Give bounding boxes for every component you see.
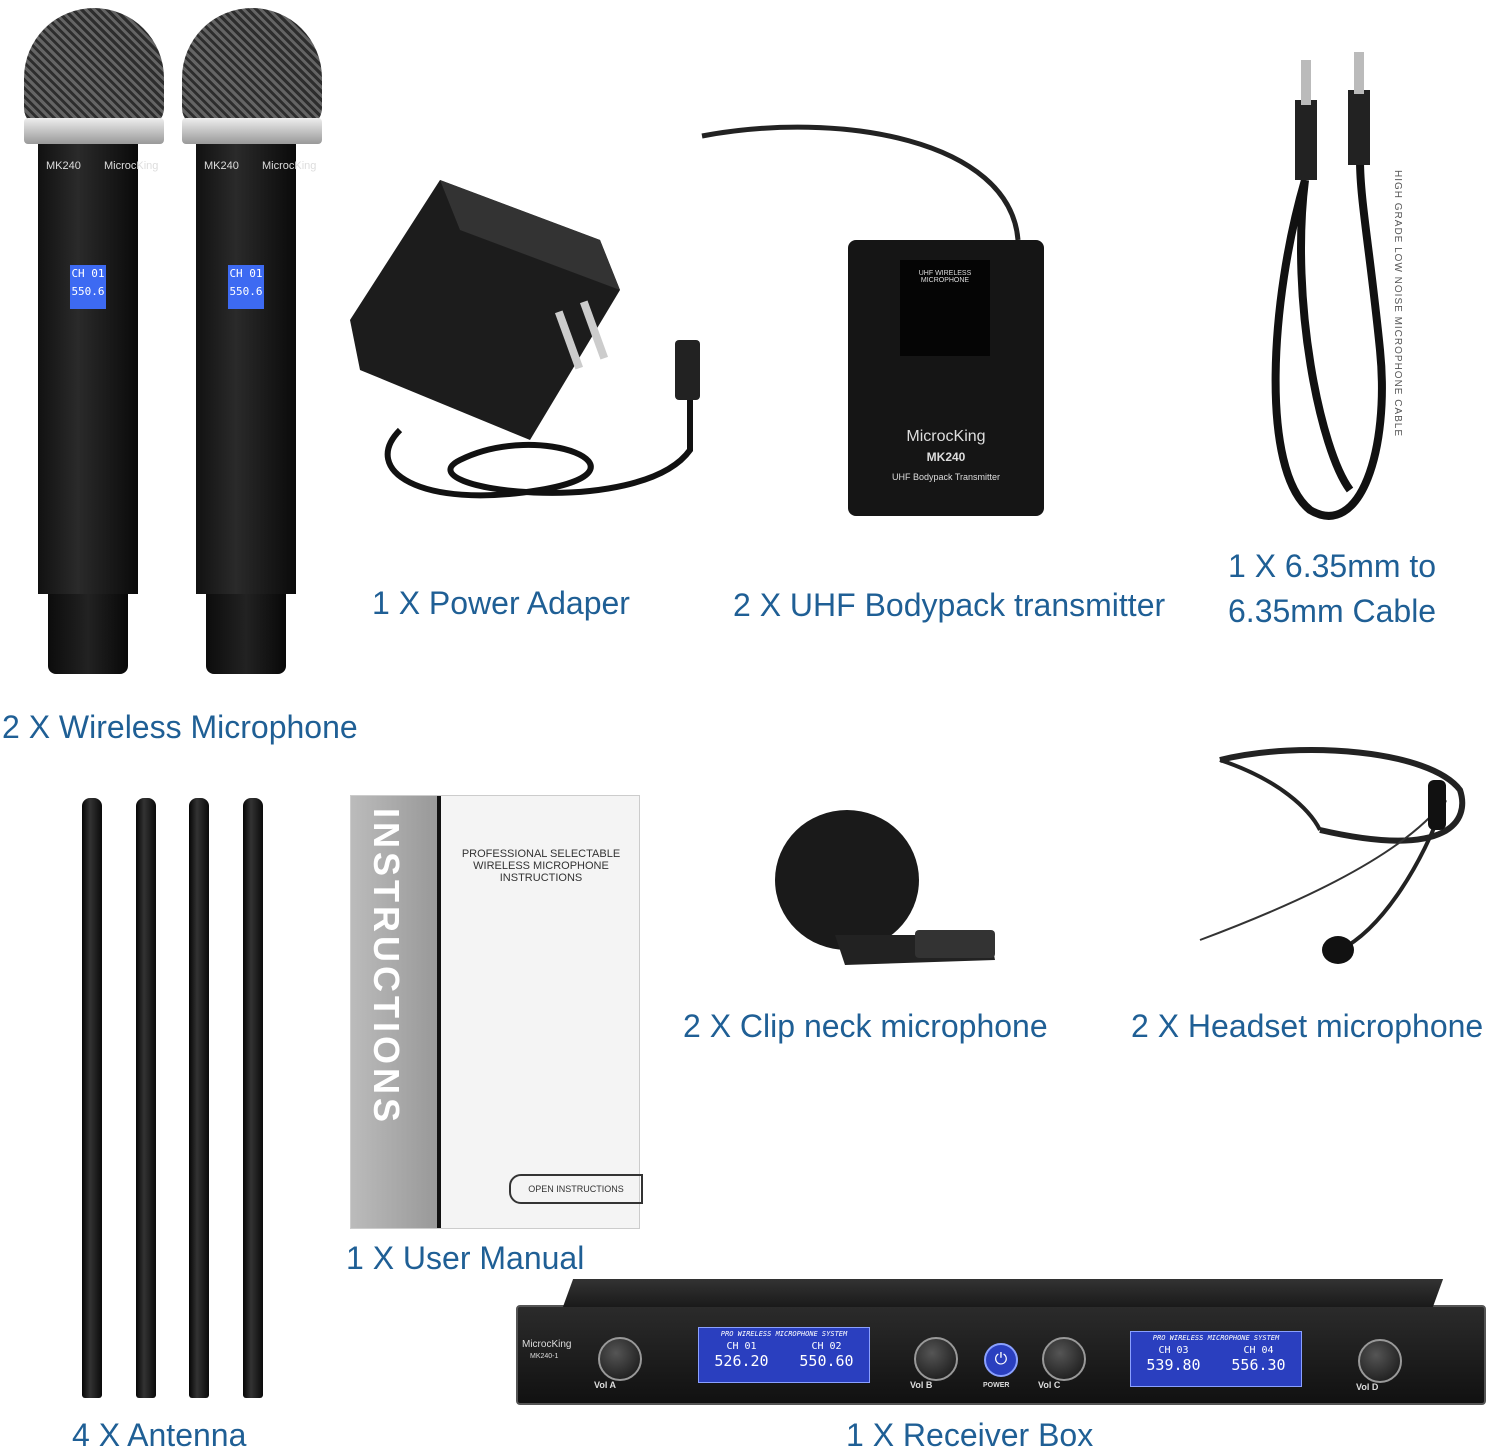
receiver-lcd-left: PRO WIRELESS MICROPHONE SYSTEM CH 01 CH 0… (698, 1327, 870, 1383)
mic-handle (196, 144, 296, 594)
label-clip-microphone: 2 X Clip neck microphone (683, 1008, 1048, 1044)
label-user-manual: 1 X User Manual (346, 1240, 585, 1276)
lcd-channel: CH 02 (811, 1341, 842, 1352)
manual-spine: INSTRUCTIONS (351, 796, 437, 1228)
headset-microphone-image (1199, 747, 1466, 964)
mic-ring (182, 118, 322, 144)
volume-knob-b[interactable] (914, 1337, 958, 1381)
vol-b-label: Vol B (910, 1380, 933, 1390)
bodypack-brand: MicrocKing (906, 428, 986, 445)
power-label: POWER (983, 1382, 1010, 1389)
lcd-frequency: 550.6 (229, 285, 263, 298)
label-receiver: 1 X Receiver Box (846, 1417, 1094, 1453)
lcd-frequency: 550.60 (799, 1352, 854, 1370)
label-power-adapter: 1 X Power Adaper (372, 585, 630, 621)
bodypack-antenna (701, 124, 1021, 241)
lcd-channel: CH 01 (229, 267, 263, 280)
lcd-title: PRO WIRELESS MICROPHONE SYSTEM (1152, 1334, 1280, 1342)
label-cable-line1: 1 X 6.35mm to (1228, 548, 1437, 584)
power-adapter-image (350, 180, 700, 499)
lcd-frequency: 526.20 (714, 1352, 769, 1370)
lcd-channel: CH 03 (1158, 1345, 1189, 1356)
bodypack-model: MK240 (926, 450, 966, 464)
volume-knob-c[interactable] (1042, 1337, 1086, 1381)
label-bodypack: 2 X UHF Bodypack transmitter (733, 587, 1166, 623)
lcd-frequency: 550.6 (71, 285, 105, 298)
mic-base (206, 594, 286, 674)
mic-model-text: MK240 (46, 160, 81, 172)
mic-base (48, 594, 128, 674)
label-wireless-microphone: 2 X Wireless Microphone (2, 709, 358, 745)
mic-grille (24, 8, 164, 128)
mic-ring (24, 118, 164, 144)
cable-print: HIGH GRADE LOW NOISE MICROPHONE CABLE (1392, 170, 1403, 438)
label-headset-microphone: 2 X Headset microphone (1131, 1008, 1484, 1044)
receiver-box: MicrocKing MK240-1 Vol A PRO WIRELESS MI… (516, 1279, 1486, 1405)
antenna-2 (136, 798, 156, 1398)
vol-d-label: Vol D (1356, 1382, 1379, 1392)
lcd-channel: CH 04 (1243, 1345, 1274, 1356)
mic-brand-text: MicrocKing (104, 160, 159, 172)
power-button[interactable]: ⏻ (984, 1343, 1018, 1377)
cable-image (1271, 52, 1386, 520)
mic-grille (182, 8, 322, 128)
lcd-title: PRO WIRELESS MICROPHONE SYSTEM (720, 1330, 848, 1338)
antenna-1 (82, 798, 102, 1398)
vol-a-label: Vol A (594, 1380, 616, 1390)
receiver-model: MK240-1 (530, 1353, 559, 1360)
lcd-channel: CH 01 (71, 267, 105, 280)
lcd-frequency: 539.80 (1146, 1356, 1201, 1374)
mic-brand-text: MicrocKing (262, 160, 317, 172)
receiver-lcd-right: PRO WIRELESS MICROPHONE SYSTEM CH 03 CH 0… (1130, 1331, 1302, 1387)
receiver-brand: MicrocKing (522, 1339, 572, 1350)
label-cable-line2: 6.35mm Cable (1228, 593, 1437, 629)
antenna-4 (243, 798, 263, 1398)
volume-knob-a[interactable] (598, 1337, 642, 1381)
lcd-channel: CH 01 (726, 1341, 757, 1352)
lcd-frequency: 556.30 (1231, 1356, 1286, 1374)
mic-model-text: MK240 (204, 160, 239, 172)
bodypack-desc: UHF Bodypack Transmitter (891, 472, 1001, 482)
manual-spine-text: INSTRUCTIONS (366, 808, 407, 1126)
bodypack-screen: UHF WIRELESS MICROPHONE (900, 260, 990, 356)
clip-microphone-image (775, 810, 995, 965)
user-manual: INSTRUCTIONS PROFESSIONAL SELECTABLE WIR… (350, 795, 643, 1229)
mic-lcd: CH 01 550.6 (70, 265, 106, 309)
antenna-3 (189, 798, 209, 1398)
vol-c-label: Vol C (1038, 1380, 1061, 1390)
label-antenna: 4 X Antenna (72, 1417, 247, 1453)
manual-tab: OPEN INSTRUCTIONS (509, 1174, 643, 1204)
volume-knob-d[interactable] (1358, 1339, 1402, 1383)
bodypack-transmitter: UHF WIRELESS MICROPHONE MicrocKing MK240… (848, 240, 1044, 516)
mic-handle (38, 144, 138, 594)
mic-lcd: CH 01 550.6 (228, 265, 264, 309)
manual-title: PROFESSIONAL SELECTABLE WIRELESS MICROPH… (461, 848, 621, 884)
